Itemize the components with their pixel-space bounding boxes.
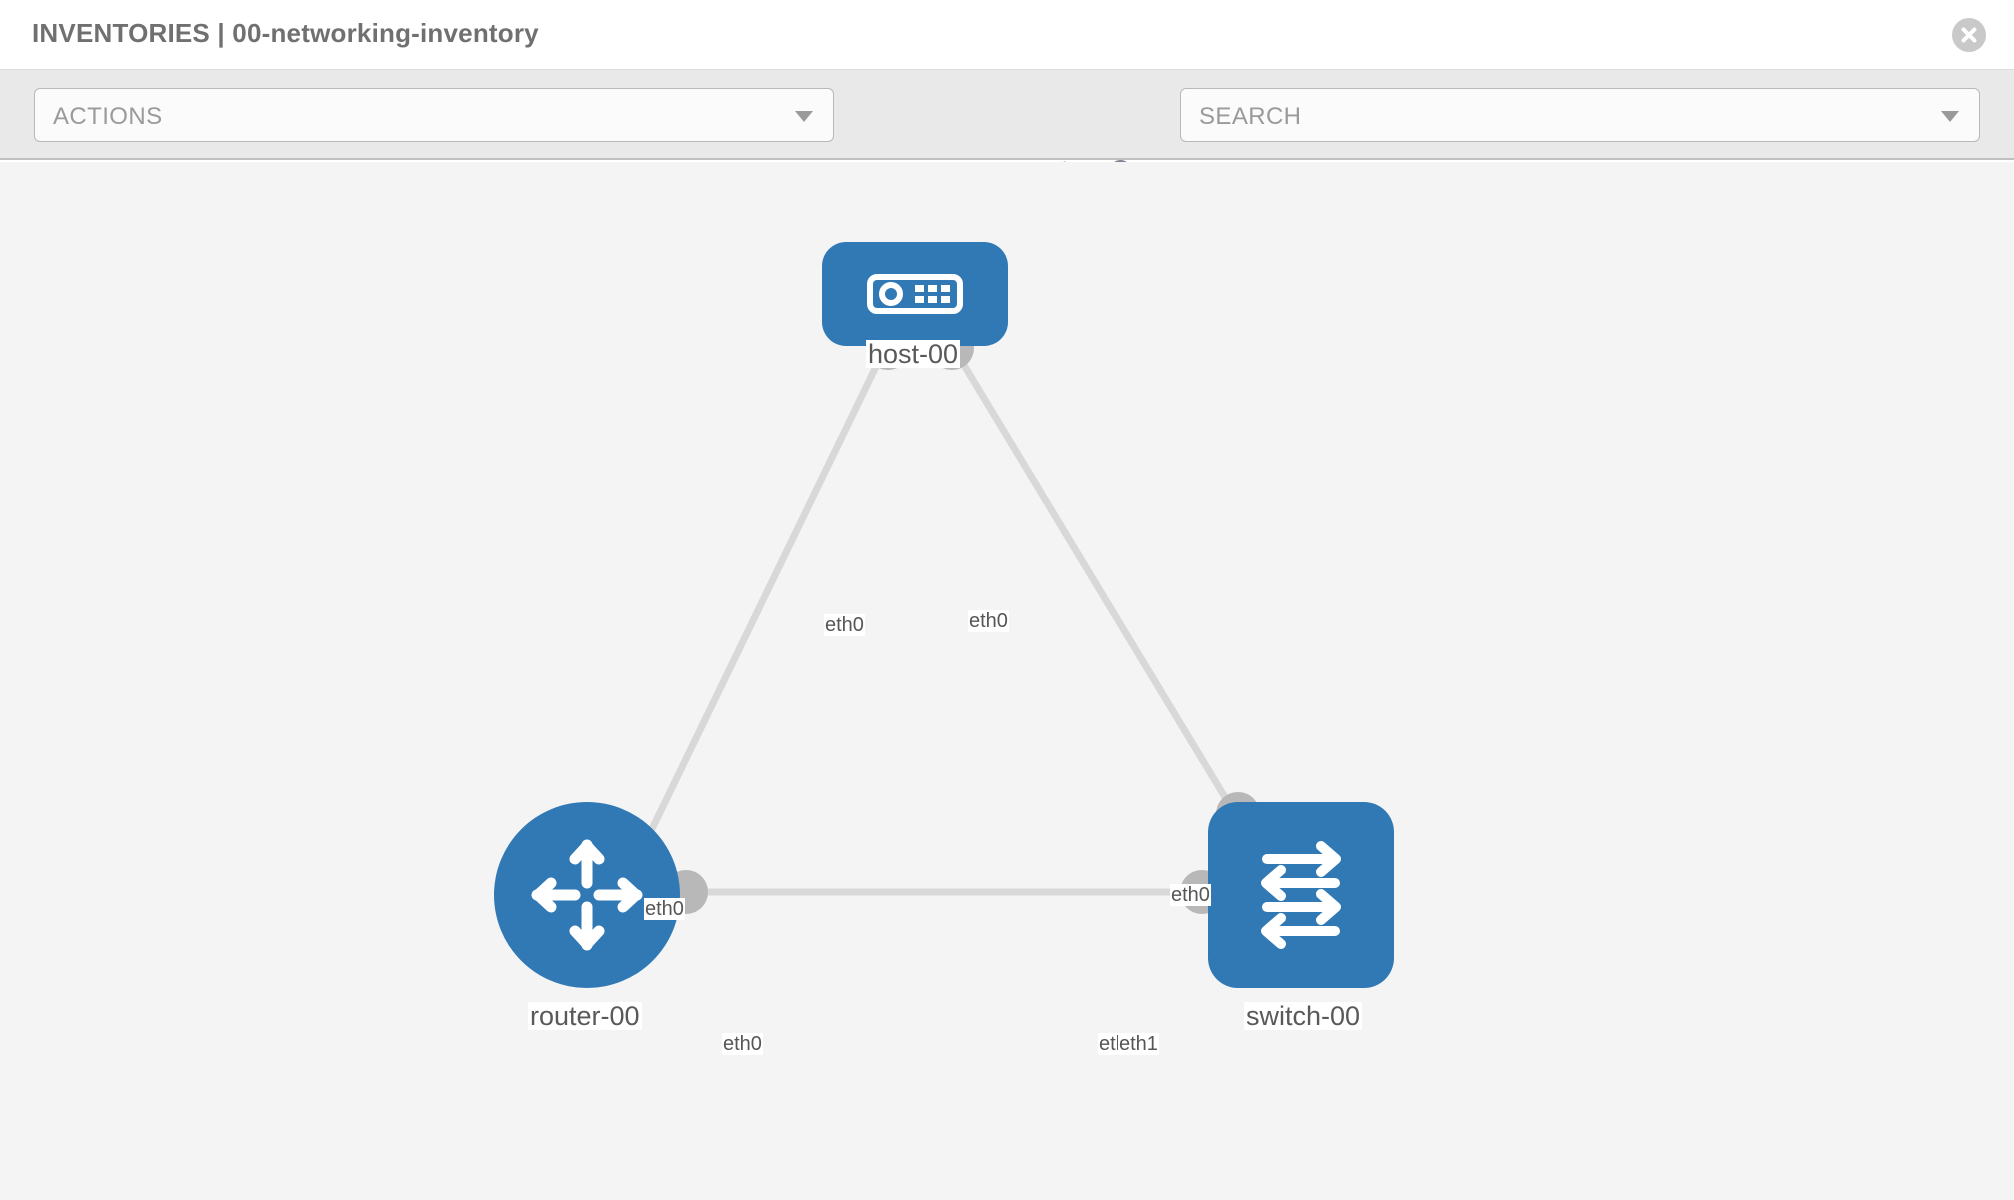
actions-dropdown[interactable]: ACTIONS	[34, 88, 834, 142]
chevron-down-icon[interactable]	[1941, 111, 1959, 122]
page-title: INVENTORIES | 00-networking-inventory	[32, 18, 539, 48]
router-arrows-icon	[531, 839, 643, 951]
router-node-shape[interactable]	[494, 802, 680, 988]
actions-dropdown-label: ACTIONS	[53, 103, 163, 130]
node-label-switch-00: switch-00	[1244, 1001, 1363, 1031]
port-label-host-right: eth0	[968, 610, 1009, 632]
port-label-router-up: eth0	[644, 898, 685, 920]
node-label-router-00: router-00	[528, 1001, 642, 1031]
node-label-host-00: host-00	[866, 339, 961, 369]
search-input[interactable]: SEARCH	[1180, 88, 1980, 142]
page-header: INVENTORIES | 00-networking-inventory	[0, 0, 2014, 70]
search-placeholder: SEARCH	[1199, 103, 1302, 130]
topology-canvas[interactable]: host-00 router-00 switch-00 eth0 eth0 et…	[0, 162, 2014, 1200]
close-icon[interactable]	[1952, 18, 1986, 52]
topology-links	[632, 340, 1243, 896]
host-node-shape[interactable]	[822, 242, 1008, 346]
port-label-switch-left-b: eth1	[1118, 1033, 1159, 1055]
link-host-switch	[947, 340, 1243, 824]
switch-arrows-icon	[1261, 841, 1341, 949]
toolbar: ACTIONS SEARCH	[0, 70, 2014, 192]
port-label-router-right: eth0	[722, 1033, 763, 1055]
port-label-host-left: eth0	[824, 614, 865, 636]
port-label-switch-up: eth0	[1170, 884, 1211, 906]
server-appliance-icon	[867, 274, 963, 314]
switch-node-shape[interactable]	[1208, 802, 1394, 988]
link-host-router	[632, 340, 892, 864]
chevron-down-icon	[795, 111, 813, 122]
